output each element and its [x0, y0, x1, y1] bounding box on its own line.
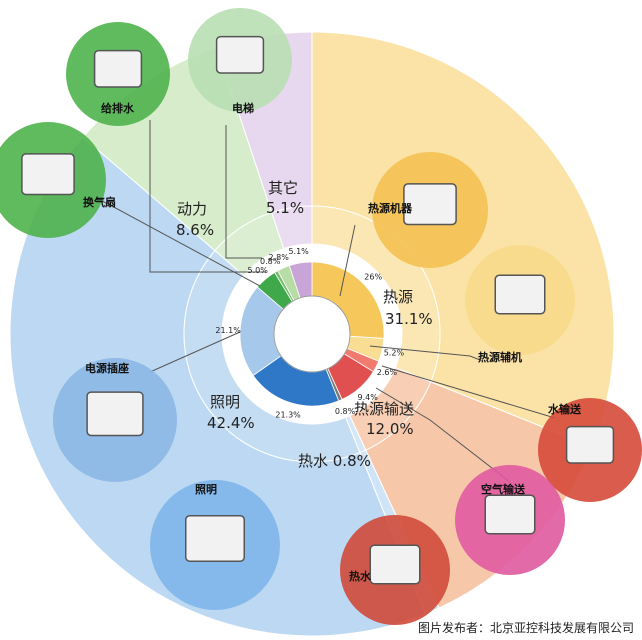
inner-label-5: 21.3% [275, 411, 301, 420]
label-other-pct: 5.1% [266, 199, 304, 217]
label-lighting: 照明 [210, 393, 240, 411]
icon-badge-7: 空气输送 [455, 465, 565, 575]
icon-label: 热源机器 [368, 201, 413, 215]
inner-label-6: 21.1% [215, 326, 241, 335]
inner-label-8: 0.8% [260, 257, 281, 266]
device-icon [565, 425, 615, 464]
icon-label: 电源插座 [85, 361, 129, 375]
device-icon [494, 274, 546, 315]
outer-labels: 热源 31.1% 热源输送 12.0% 热水 0.8% 照明 42.4% 动力 … [176, 179, 433, 470]
device-icon [93, 49, 143, 88]
icon-badge-1: 给排水 [66, 22, 170, 126]
icon-label: 电梯 [232, 101, 254, 115]
leader-lines [99, 120, 556, 483]
inner-label-10: 5.1% [288, 247, 309, 256]
device-icon [403, 183, 457, 226]
icon-label: 照明 [195, 483, 217, 496]
mid-slice-5 [271, 205, 313, 250]
label-heat-transfer-pct: 12.0% [366, 420, 414, 438]
inner-labels: 26%5.2%2.6%9.4%0.8%21.3%21.1%5.0%0.8%2.8… [215, 247, 404, 419]
label-power: 动力 [177, 200, 207, 218]
icon-badge-0: 电梯 [188, 8, 292, 115]
label-lighting-pct: 42.4% [207, 414, 255, 432]
center-hole [273, 295, 351, 373]
device-icon [86, 391, 144, 437]
device-icon [215, 35, 265, 74]
inner-label-0: 26% [364, 272, 382, 281]
label-hot-water: 热水 0.8% [298, 452, 371, 470]
inner-label-4: 0.8% [335, 407, 356, 416]
icon-badge-8: 照明 [150, 480, 280, 610]
label-heat-source-pct: 31.1% [385, 310, 433, 328]
inner-label-9: 2.8% [269, 253, 290, 262]
icon-label: 空气输送 [481, 482, 526, 496]
icon-badge-3: 热源机器 [368, 152, 488, 268]
label-heat-source: 热源 [383, 288, 413, 306]
icon-label: 换气扇 [83, 195, 116, 209]
icon-badge-2: 换气扇 [0, 122, 116, 238]
icon-badge-5: 电源插座 [53, 358, 177, 482]
mid-slice-3 [183, 249, 361, 463]
credit-text: 图片发布者：北京亚控科技发展有限公司 [417, 621, 634, 635]
inner-label-2: 2.6% [377, 368, 398, 377]
icon-badge-9: 热水 [340, 515, 450, 625]
icon-badge-6: 水输送 [538, 398, 642, 502]
icon-badge-4: 热源辅机 [465, 245, 575, 364]
icon-label: 水输送 [548, 402, 582, 416]
icon-label: 热水 [349, 569, 372, 583]
label-power-pct: 8.6% [176, 221, 214, 239]
device-icon [185, 515, 245, 562]
device-icon [21, 153, 75, 196]
icon-label: 热源辅机 [478, 350, 522, 364]
icon-label: 给排水 [101, 101, 135, 115]
inner-label-3: 9.4% [358, 393, 379, 402]
device-icon [484, 494, 536, 535]
label-other: 其它 [268, 179, 298, 197]
inner-label-7: 5.0% [248, 266, 269, 275]
inner-label-1: 5.2% [384, 349, 405, 358]
device-icon [369, 544, 421, 585]
label-heat-transfer: 热源输送 [354, 400, 414, 418]
